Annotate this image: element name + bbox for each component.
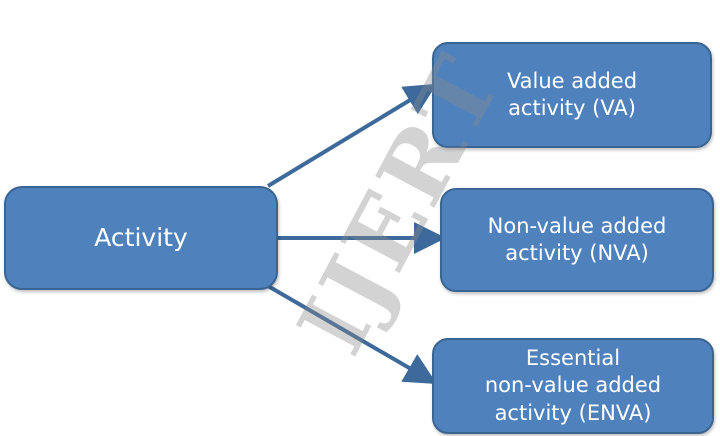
va-line-1: Value added (506, 68, 638, 93)
value-added-activity-node: Value added activity (VA) (432, 42, 712, 148)
enva-line-3: activity (ENVA) (494, 400, 652, 425)
activity-node: Activity (4, 186, 278, 290)
connector-to-va (266, 83, 437, 188)
activity-node-label: Activity (94, 222, 188, 252)
non-value-added-activity-node: Non-value added activity (NVA) (440, 188, 714, 292)
enva-line-2: non-value added (484, 373, 662, 398)
enva-line-1: Essential (525, 346, 621, 371)
nva-line-2: activity (NVA) (505, 241, 649, 265)
connector-to-enva (266, 284, 437, 385)
nva-line-1: Non-value added (487, 213, 667, 238)
va-line-2: activity (VA) (508, 96, 636, 120)
essential-non-value-added-activity-node: Essential non-value added activity (ENVA… (432, 338, 714, 434)
